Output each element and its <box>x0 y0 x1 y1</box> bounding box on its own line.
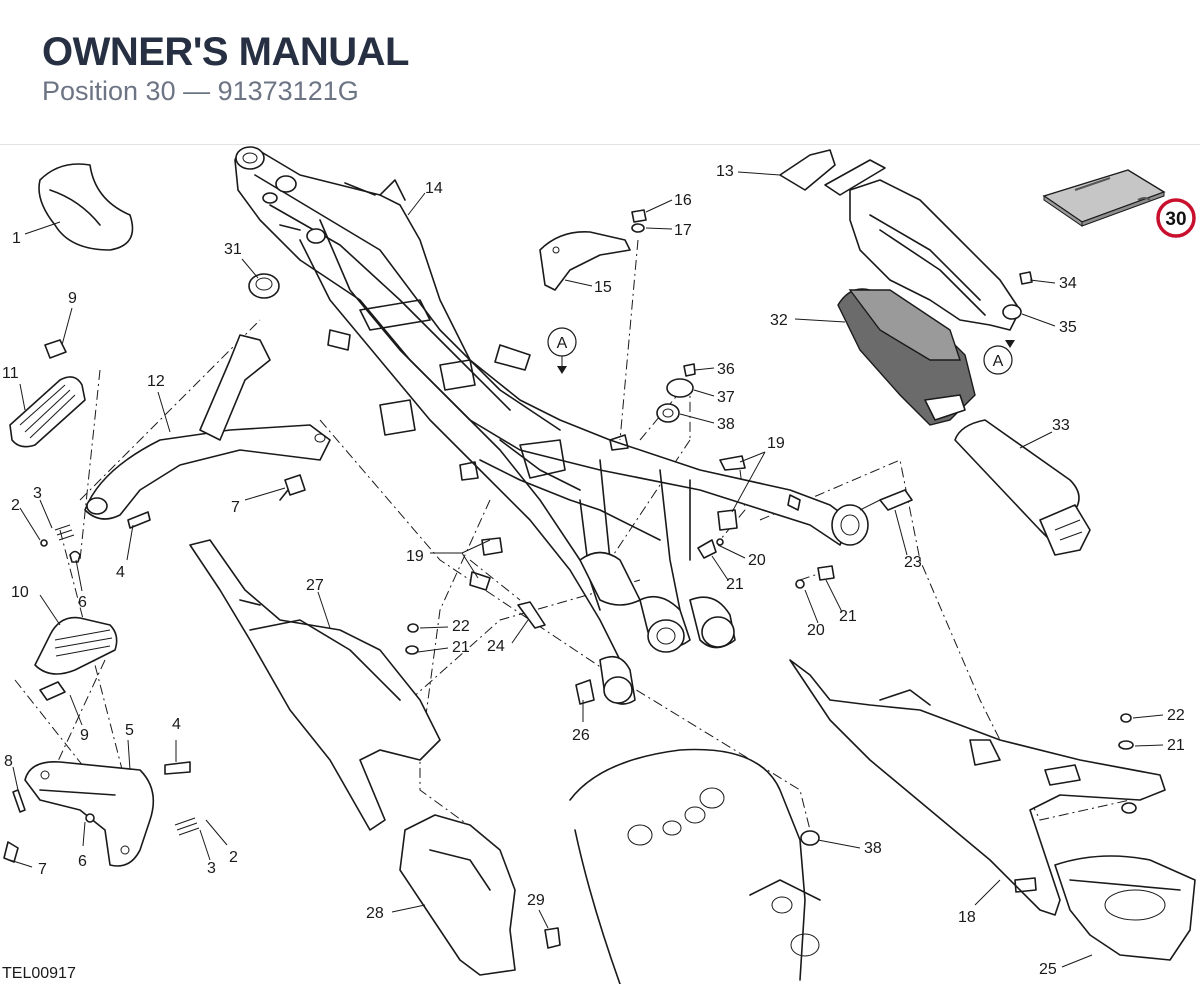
part-11-footpeg <box>9 339 86 448</box>
label-29: 29 <box>527 892 545 909</box>
drawing-code: TEL00917 <box>2 965 76 982</box>
label-22: 22 <box>452 618 470 635</box>
label-36: 36 <box>717 361 735 378</box>
label-4: 4 <box>116 564 125 581</box>
label-2: 2 <box>11 497 20 514</box>
label-20: 20 <box>748 552 766 569</box>
leader-lines <box>9 171 1164 968</box>
label-11: 11 <box>2 365 19 382</box>
position-30-callout[interactable]: 30 <box>1156 198 1196 238</box>
label-38b: 38 <box>864 840 882 857</box>
page-header: OWNER'S MANUAL Position 30 — 91373121G <box>0 0 1200 146</box>
part-12-bracket <box>84 334 331 520</box>
label-27: 27 <box>306 577 324 594</box>
label-3: 3 <box>33 485 42 502</box>
label-31: 31 <box>224 241 242 258</box>
part-5-heel-guard <box>3 761 200 867</box>
label-12: 12 <box>147 373 165 390</box>
svg-text:A: A <box>557 335 568 352</box>
label-23: 23 <box>904 554 922 571</box>
label-21c: 21 <box>452 639 470 656</box>
lower-fender <box>569 748 821 984</box>
page-subtitle: Position 30 — 91373121G <box>42 76 359 106</box>
part-27-panel <box>189 539 441 831</box>
part-10-footpeg <box>34 616 118 701</box>
label-7: 7 <box>231 499 240 516</box>
part-15-bracket <box>539 231 631 291</box>
label-1: 1 <box>12 230 21 247</box>
label-37: 37 <box>717 389 735 406</box>
svg-text:A: A <box>993 353 1004 370</box>
part-25-tail-cover <box>1054 855 1196 961</box>
label-8: 8 <box>4 753 13 770</box>
label-26: 26 <box>572 727 590 744</box>
left-hardware <box>40 474 306 563</box>
reference-mark-a-tail: A <box>983 340 1015 375</box>
part-28-bracket <box>399 814 561 976</box>
label-2b: 2 <box>229 849 238 866</box>
part-number-labels: 1 2 3 4 6 7 9 11 12 10 9 8 5 4 6 3 2 7 1… <box>2 163 1185 982</box>
part-18-side-panel <box>789 659 1166 916</box>
header-divider <box>0 144 1200 145</box>
label-21: 21 <box>726 576 744 593</box>
label-14: 14 <box>425 180 443 197</box>
fasteners-center <box>405 209 1137 846</box>
page-title: OWNER'S MANUAL <box>42 30 409 74</box>
label-32: 32 <box>770 312 788 329</box>
label-35: 35 <box>1059 319 1077 336</box>
part-31-grommet <box>248 273 280 299</box>
label-22b: 22 <box>1167 707 1185 724</box>
label-4b: 4 <box>172 716 181 733</box>
label-33: 33 <box>1052 417 1070 434</box>
reference-mark-a-frame: A <box>547 327 577 374</box>
label-28: 28 <box>366 905 384 922</box>
part-33-pouch <box>954 419 1091 556</box>
label-19b: 19 <box>406 548 424 565</box>
part-1-pad <box>38 163 134 251</box>
svg-text:30: 30 <box>1165 209 1186 230</box>
label-15: 15 <box>594 279 612 296</box>
label-6: 6 <box>78 594 87 611</box>
part-30-manual-book <box>1042 169 1166 227</box>
label-6b: 6 <box>78 853 87 870</box>
label-21d: 21 <box>1167 737 1185 754</box>
label-25: 25 <box>1039 961 1057 978</box>
label-17: 17 <box>674 222 692 239</box>
label-13: 13 <box>716 163 734 180</box>
label-38: 38 <box>717 416 735 433</box>
label-10: 10 <box>11 584 29 601</box>
rear-subframe <box>234 146 869 705</box>
part-32-tail-light <box>837 288 976 426</box>
label-7b: 7 <box>38 861 47 878</box>
label-19: 19 <box>767 435 785 452</box>
label-20b: 20 <box>807 622 825 639</box>
label-24: 24 <box>487 638 505 655</box>
label-3b: 3 <box>207 860 216 877</box>
label-9: 9 <box>68 290 77 307</box>
label-34: 34 <box>1059 275 1077 292</box>
label-16: 16 <box>674 192 692 209</box>
part-35-tail-bracket <box>779 149 1022 331</box>
label-5: 5 <box>125 722 134 739</box>
label-18: 18 <box>958 909 976 926</box>
label-9b: 9 <box>80 727 89 744</box>
label-21b: 21 <box>839 608 857 625</box>
assembly-lines <box>14 239 1131 831</box>
